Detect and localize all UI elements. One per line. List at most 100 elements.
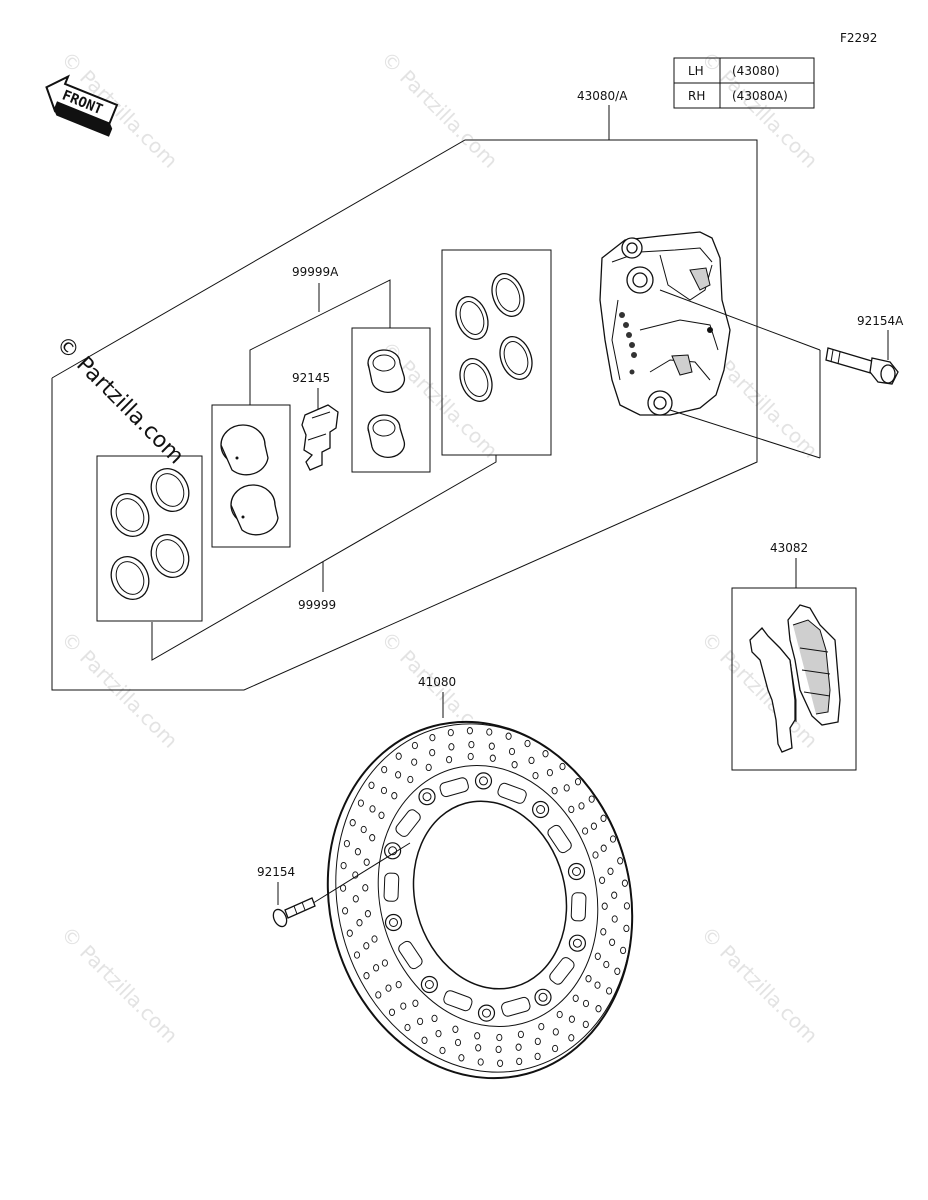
disc-hole xyxy=(508,747,516,756)
disc-hole xyxy=(603,960,610,969)
disc-hole xyxy=(594,952,601,960)
label-caliper-bolt: 92154A xyxy=(857,314,904,328)
disc-hole xyxy=(542,750,549,758)
disc-hole xyxy=(431,1014,438,1023)
disc-hole xyxy=(623,902,630,910)
disc-hole xyxy=(454,1038,462,1047)
disc-hole xyxy=(373,964,380,972)
disc-hole xyxy=(601,902,608,910)
disc-hole xyxy=(477,1058,484,1066)
disc-hole xyxy=(515,1043,522,1051)
disc-hole xyxy=(620,946,627,955)
disc-hole xyxy=(400,1002,407,1010)
disc-hole xyxy=(356,919,363,927)
disc-window xyxy=(443,990,473,1012)
disc-hole xyxy=(446,755,453,764)
disc-hole xyxy=(582,999,590,1008)
disc-hole xyxy=(369,805,376,813)
disc-button xyxy=(531,800,550,819)
disc-hole xyxy=(495,1045,502,1054)
piston-icon xyxy=(220,424,279,536)
disc-window xyxy=(549,957,575,985)
disc-hole xyxy=(568,1015,575,1023)
disc-button xyxy=(418,788,436,806)
disc-hole xyxy=(517,1030,524,1039)
disc-hole xyxy=(556,1010,563,1019)
disc-hole xyxy=(369,834,376,842)
disc-button xyxy=(568,934,587,952)
disc-hole xyxy=(617,857,624,865)
disc-hole xyxy=(375,991,382,999)
side-table-lh: LH xyxy=(688,64,704,78)
disc-button xyxy=(534,988,552,1006)
disc-hole xyxy=(395,771,402,779)
disc-hole xyxy=(342,907,349,915)
disc-hole xyxy=(600,928,607,936)
disc-window xyxy=(570,892,587,922)
disc-hole xyxy=(609,835,617,843)
disc-hole xyxy=(368,781,375,789)
label-disc-bolt: 92154 xyxy=(257,865,295,879)
seal-kit-box xyxy=(96,455,203,622)
disc-button xyxy=(420,975,438,994)
disc-hole xyxy=(439,1046,446,1055)
pad-spring-icon xyxy=(301,404,339,471)
disc-hole xyxy=(429,748,436,757)
disc-hole xyxy=(528,756,535,765)
disc-hole xyxy=(458,1054,465,1062)
disc-hole xyxy=(380,786,388,795)
disc-hole xyxy=(606,987,613,995)
disc-hole xyxy=(385,984,392,992)
disc-window xyxy=(547,824,572,854)
disc-hole xyxy=(578,802,585,810)
disc-hole xyxy=(614,967,621,975)
brake-pad-icon xyxy=(749,604,841,753)
disc-hole xyxy=(388,1008,396,1016)
disc-hole xyxy=(435,1029,442,1038)
disc-hole xyxy=(623,924,630,933)
disc-hole xyxy=(611,915,618,923)
disc-hole xyxy=(511,761,518,769)
disc-hole xyxy=(551,787,558,795)
disc-hole xyxy=(421,1036,428,1044)
seal-ring-icon xyxy=(110,468,190,600)
disc-hole xyxy=(429,733,436,742)
disc-hole xyxy=(425,763,432,772)
disc-hole xyxy=(572,994,579,1002)
caliper-bolt-leaders xyxy=(659,289,889,459)
disc-button xyxy=(477,1004,496,1022)
side-table: LH (43080) RH (43080A) xyxy=(673,57,815,109)
disc-hole xyxy=(475,1044,482,1052)
disc-hole xyxy=(497,1059,504,1067)
disc-hole xyxy=(354,848,361,856)
disc-hole xyxy=(599,876,606,884)
disc-hole xyxy=(594,981,601,989)
disc-hole xyxy=(371,935,378,943)
disc-hole xyxy=(568,1034,575,1042)
disc-hole xyxy=(534,1037,541,1046)
disc-hole xyxy=(404,1023,411,1032)
disc-hole xyxy=(353,951,361,959)
disc-window xyxy=(395,809,421,837)
piston-box-large xyxy=(211,404,291,548)
disc-hole xyxy=(411,758,418,766)
caliper-bolt-icon xyxy=(825,347,899,385)
brake-disc-icon xyxy=(326,720,634,1080)
disc-hole xyxy=(467,752,474,761)
disc-hole xyxy=(532,771,539,780)
piston-box-small xyxy=(351,327,431,473)
figure-code: F2292 xyxy=(840,31,877,45)
disc-hole xyxy=(524,739,531,748)
disc-bolt-icon xyxy=(272,842,411,928)
disc-button xyxy=(474,772,493,790)
disc-hole xyxy=(534,1052,541,1061)
disc-hole xyxy=(363,858,370,866)
disc-hole xyxy=(588,795,595,803)
disc-hole xyxy=(468,740,475,749)
assembly-outline xyxy=(51,105,758,691)
disc-hole xyxy=(349,819,356,827)
side-table-lh-part: (43080) xyxy=(732,64,780,78)
disc-hole xyxy=(360,825,367,834)
disc-hole xyxy=(488,742,495,750)
